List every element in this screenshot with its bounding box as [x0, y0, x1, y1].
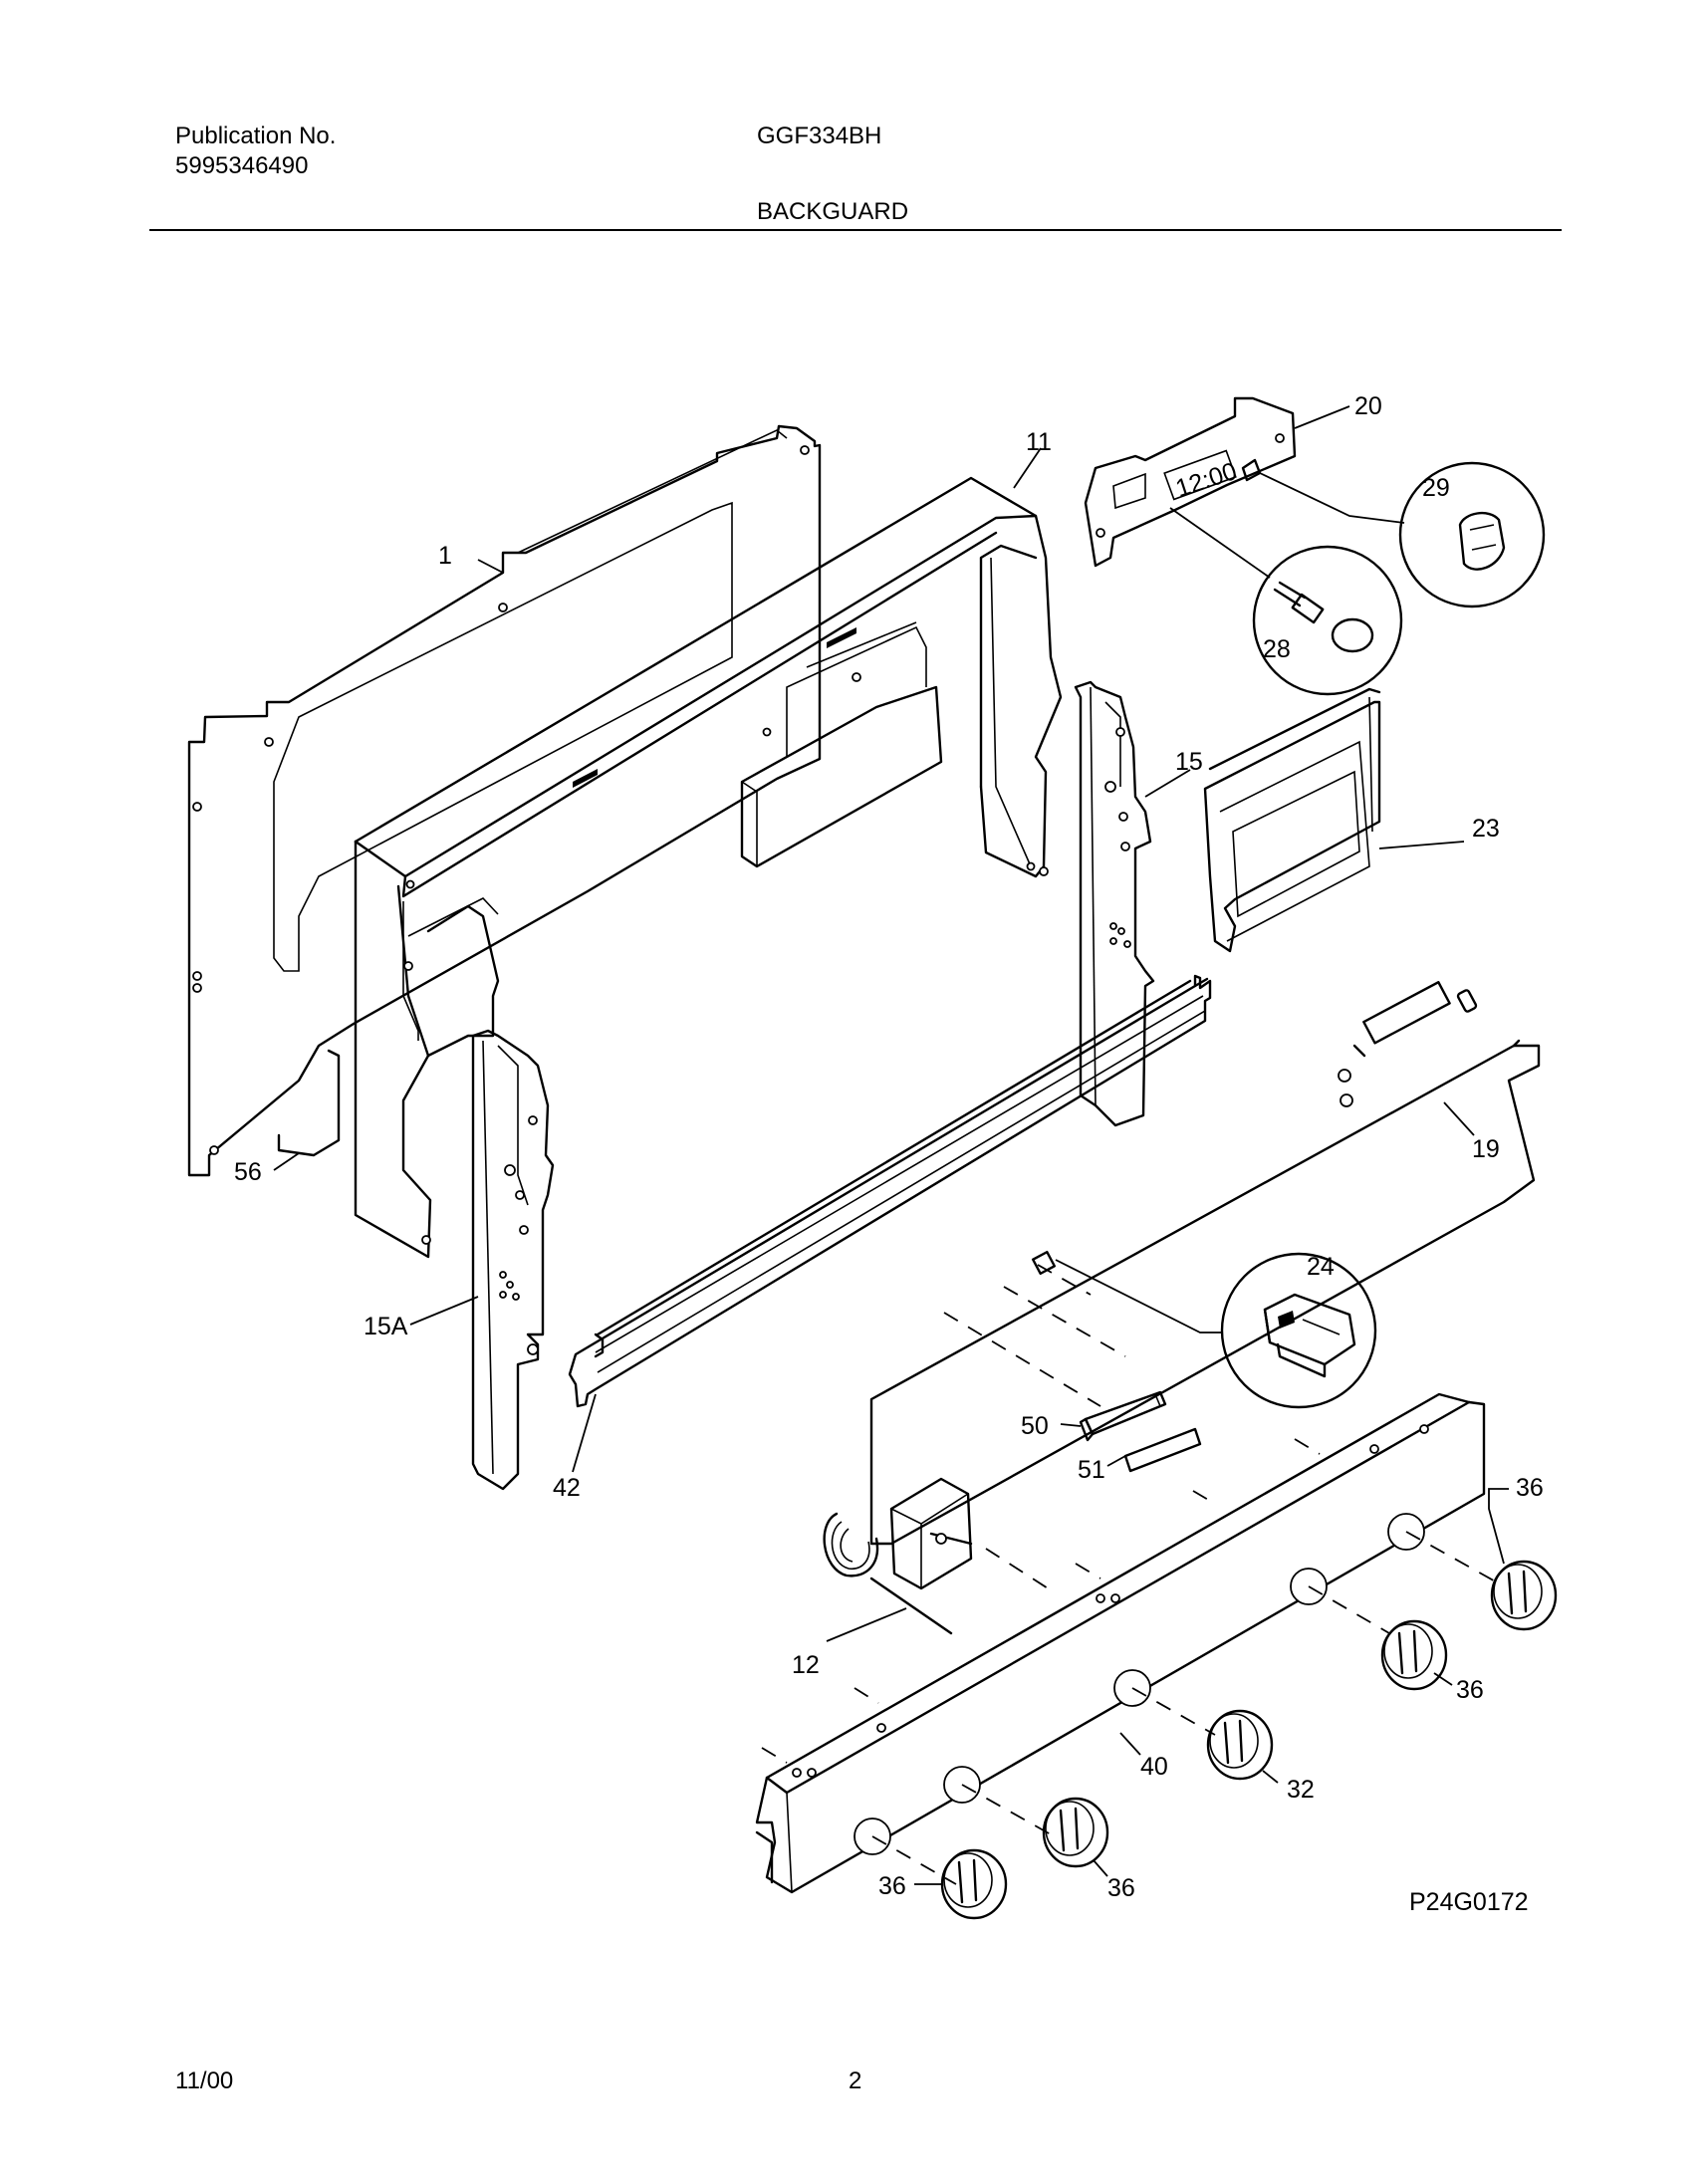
part-50-51-switch [1079, 1390, 1202, 1473]
callout-20: 20 [1354, 392, 1382, 420]
callout-15a: 15A [364, 1313, 408, 1340]
callout-24: 24 [1307, 1253, 1335, 1281]
callout-29: 29 [1422, 474, 1450, 502]
publication-number: 5995346490 [175, 152, 309, 179]
callout-40: 40 [1140, 1753, 1168, 1781]
part-24-detail [1220, 1252, 1377, 1409]
leader-lines [273, 405, 1509, 1885]
callout-36-bottom-right: 36 [1107, 1874, 1135, 1902]
callout-28: 28 [1263, 635, 1291, 663]
page-number: 2 [849, 2067, 862, 2094]
callout-42: 42 [553, 1474, 581, 1502]
part-23-trim-frame [1203, 687, 1381, 953]
callout-12: 12 [792, 1651, 820, 1679]
callout-50: 50 [1021, 1412, 1049, 1440]
callout-56: 56 [234, 1158, 262, 1186]
figure-code: P24G0172 [1409, 1888, 1529, 1916]
section-title: BACKGUARD [757, 198, 909, 225]
part-40-manifold-panel [755, 1392, 1486, 1894]
part-1-rear-panel [187, 424, 822, 1177]
publication-date: 11/00 [175, 2067, 234, 2094]
callout-19: 19 [1472, 1135, 1500, 1163]
part-19-control-panel [869, 981, 1541, 1546]
part-42-rail [568, 974, 1212, 1408]
model-number: GGF334BH [757, 122, 882, 149]
callout-1: 1 [438, 542, 452, 570]
knob-36-bottom-right [1042, 1797, 1109, 1868]
part-11-backguard-housing [354, 476, 1063, 1259]
callout-36-mid: 36 [1456, 1676, 1484, 1704]
header-rule [149, 229, 1562, 231]
part-12-thermostat [823, 1477, 973, 1635]
knob-36-top [1490, 1560, 1558, 1631]
knob-32 [1206, 1709, 1274, 1781]
part-28-detail [1252, 545, 1403, 696]
part-20-clock: 12:00 [1084, 396, 1297, 568]
callout-11: 11 [1026, 428, 1052, 456]
callout-36-bottom-left: 36 [878, 1872, 906, 1900]
part-15-right-bracket [1074, 680, 1155, 1127]
callout-32: 32 [1287, 1776, 1315, 1804]
callout-51: 51 [1078, 1456, 1105, 1484]
callout-36-top: 36 [1516, 1474, 1544, 1502]
knob-36-bottom-left [940, 1848, 1008, 1920]
part-29-detail [1398, 461, 1546, 608]
publication-label: Publication No. [175, 122, 337, 149]
knob-36-mid [1380, 1619, 1448, 1691]
alignment-lines [761, 1264, 1500, 1885]
callout-23: 23 [1472, 815, 1500, 843]
part-15a-left-bracket [471, 1029, 555, 1491]
callout-15: 15 [1175, 748, 1203, 776]
callout-labels: 11 20 29 28 1 15 23 19 56 15A 24 42 50 5… [234, 392, 1544, 1916]
